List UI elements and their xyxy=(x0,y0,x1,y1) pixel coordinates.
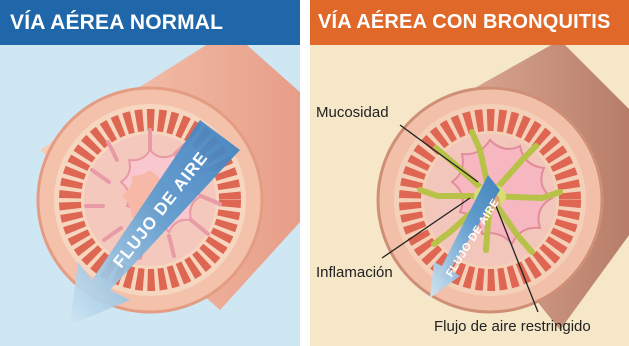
normal-airway-title: VÍA AÉREA NORMAL xyxy=(0,0,300,45)
restricted-flow-label: Flujo de aire restringido xyxy=(434,318,591,335)
bronchitis-airway-panel: VÍA AÉREA CON BRONQUITIS Mucosidad Infla… xyxy=(310,0,629,346)
bronchitis-airway-illustration xyxy=(310,0,629,346)
bronchitis-airway-title: VÍA AÉREA CON BRONQUITIS xyxy=(310,0,629,45)
normal-airway-panel: VÍA AÉREA NORMAL FLUJO DE AIRE xyxy=(0,0,300,346)
normal-airway-illustration xyxy=(0,0,300,346)
mucus-label: Mucosidad xyxy=(316,104,389,121)
inflammation-label: Inflamación xyxy=(316,264,393,281)
